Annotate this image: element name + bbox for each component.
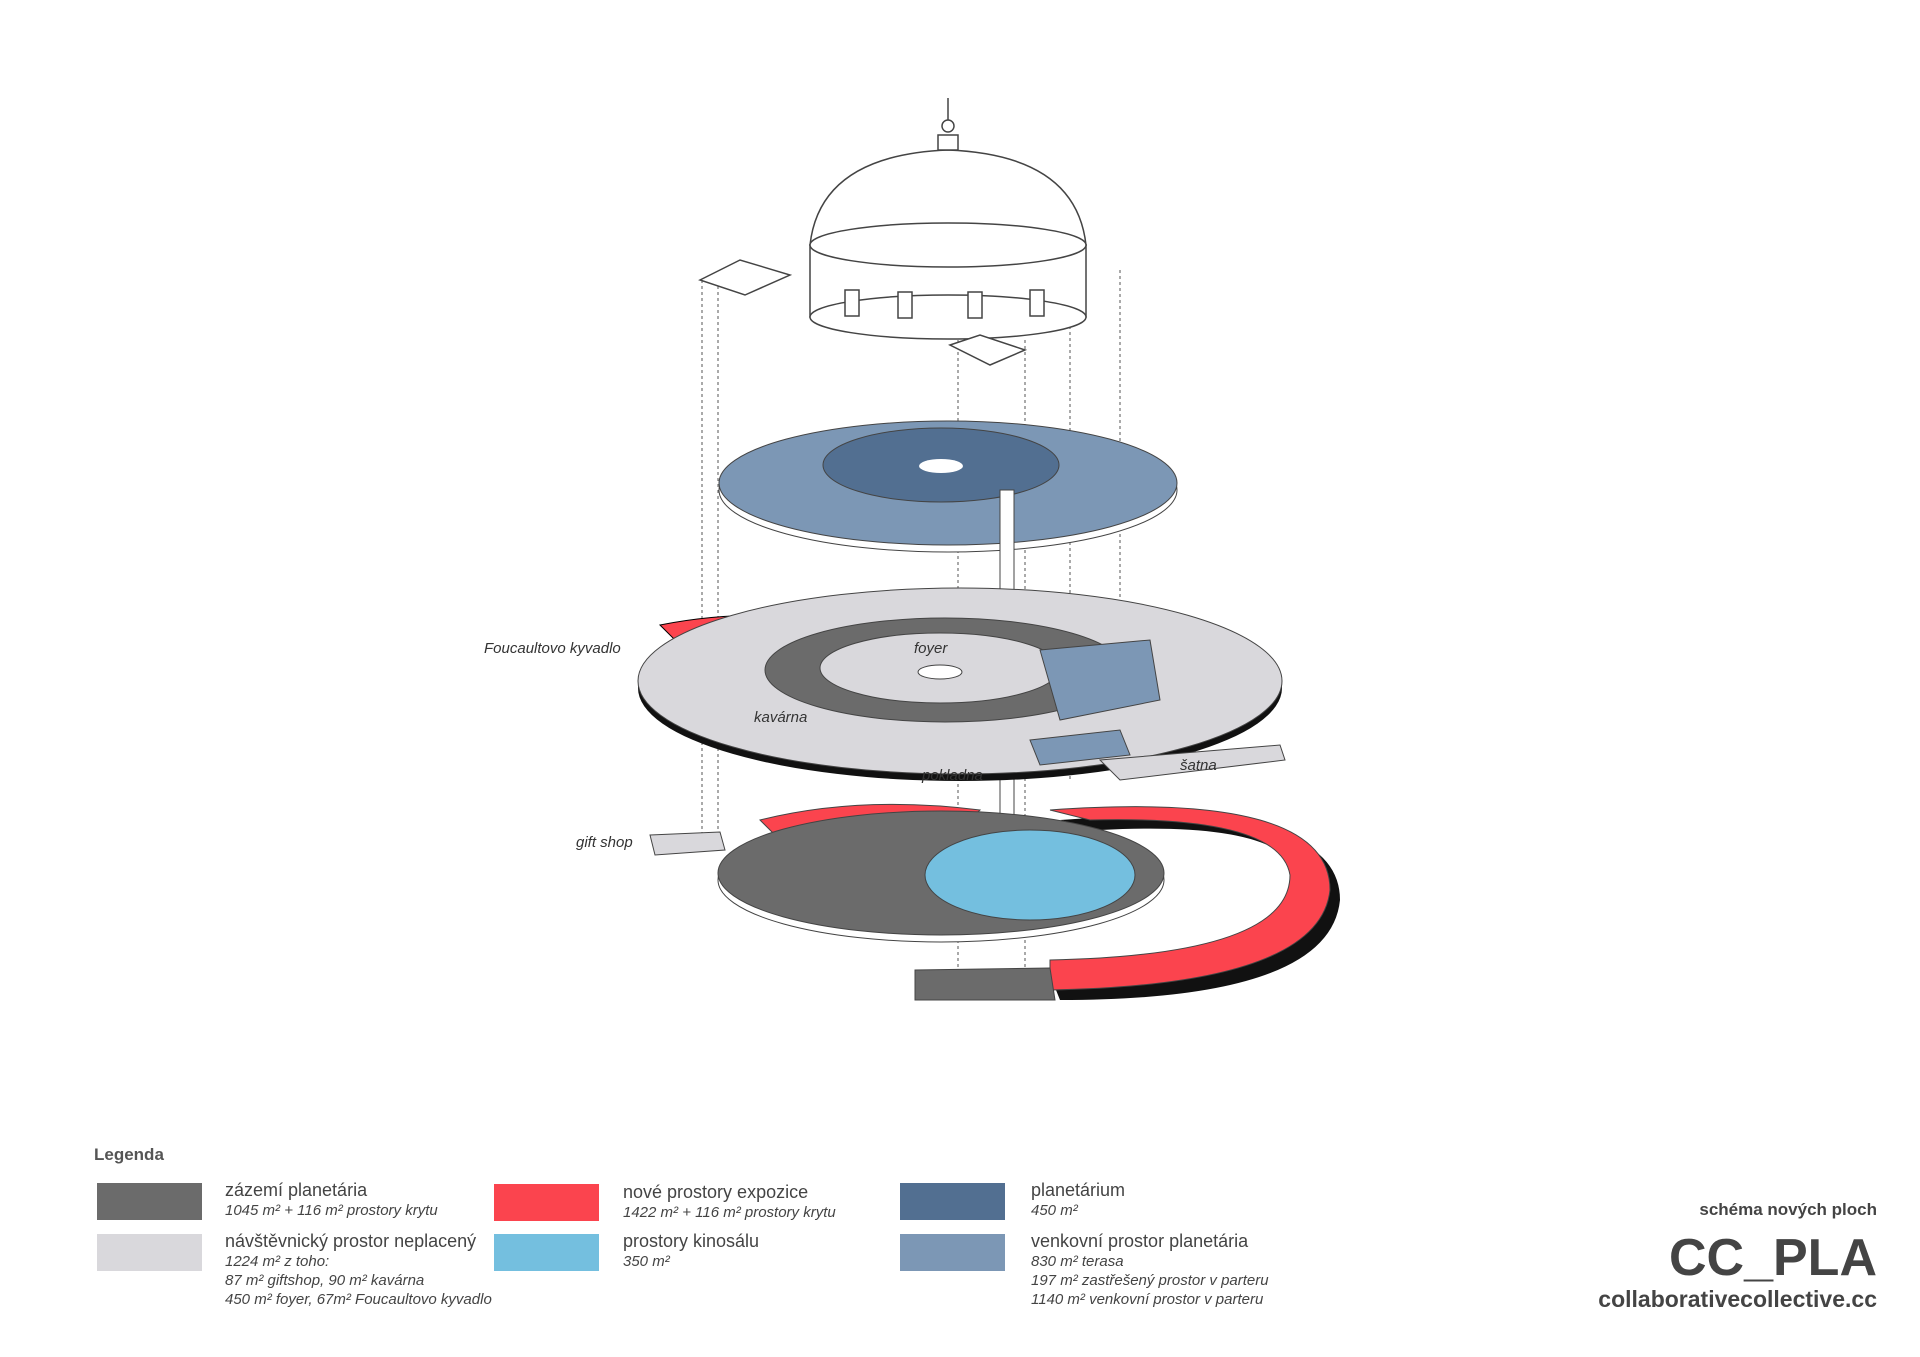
legend-detail: 197 m² zastřešený prostor v parteru — [1031, 1272, 1269, 1289]
legend-detail: 1140 m² venkovní prostor v parteru — [1031, 1291, 1264, 1308]
legend-title: Legenda — [94, 1145, 164, 1164]
legend-name: návštěvnický prostor neplacený — [225, 1231, 477, 1251]
legend-name: venkovní prostor planetária — [1031, 1231, 1249, 1251]
label-kavarna: kavárna — [754, 709, 808, 726]
legend-swatch-venkovni — [900, 1234, 1005, 1271]
legend-item-zazemi: zázemí planetária 1045 m² + 116 m² prost… — [225, 1180, 438, 1220]
label-satna: šatna — [1180, 757, 1217, 774]
legend-item-expozice: nové prostory expozice 1422 m² + 116 m² … — [623, 1182, 836, 1222]
legend-item-venkovni: venkovní prostor planetária 830 m² teras… — [1031, 1231, 1269, 1309]
brand-url: collaborativecollective.cc — [1598, 1286, 1877, 1312]
legend-detail: 1224 m² z toho: — [225, 1253, 330, 1270]
foyer-level — [637, 587, 1286, 781]
brand-subtitle: schéma nových ploch — [1699, 1200, 1877, 1219]
legend-swatch-expozice — [494, 1184, 599, 1221]
legend-detail: 450 m² foyer, 67m² Foucaultovo kyvadlo — [225, 1291, 492, 1308]
legend-detail: 1422 m² + 116 m² prostory krytu — [623, 1204, 836, 1221]
legend-name: nové prostory expozice — [623, 1182, 809, 1202]
legend-detail: 1045 m² + 116 m² prostory krytu — [225, 1202, 438, 1219]
legend-name: planetárium — [1031, 1180, 1126, 1200]
label-foyer: foyer — [914, 640, 948, 657]
legend-name: zázemí planetária — [225, 1180, 368, 1200]
brand-code: CC_PLA — [1668, 1229, 1877, 1287]
ground-level — [649, 803, 1340, 1001]
label-foucault: Foucaultovo kyvadlo — [484, 640, 621, 657]
legend-swatch-navstevnicky — [97, 1234, 202, 1271]
legend-item-kinosal: prostory kinosálu 350 m² — [623, 1231, 759, 1271]
legend-detail: 350 m² — [623, 1253, 670, 1270]
legend-item-planetarium: planetárium 450 m² — [1031, 1180, 1125, 1220]
label-pokladna: pokladna — [922, 767, 983, 784]
legend-detail: 450 m² — [1031, 1202, 1078, 1219]
legend-swatch-zazemi — [97, 1183, 202, 1220]
label-giftshop: gift shop — [576, 834, 633, 851]
legend-swatch-planetarium — [900, 1183, 1005, 1220]
legend-item-navstevnicky: návštěvnický prostor neplacený 1224 m² z… — [225, 1231, 492, 1309]
legend-detail: 87 m² giftshop, 90 m² kavárna — [225, 1272, 425, 1289]
legend-name: prostory kinosálu — [623, 1231, 760, 1251]
dome-building — [698, 98, 1087, 366]
legend-swatch-kinosal — [494, 1234, 599, 1271]
legend-detail: 830 m² terasa — [1031, 1253, 1124, 1270]
